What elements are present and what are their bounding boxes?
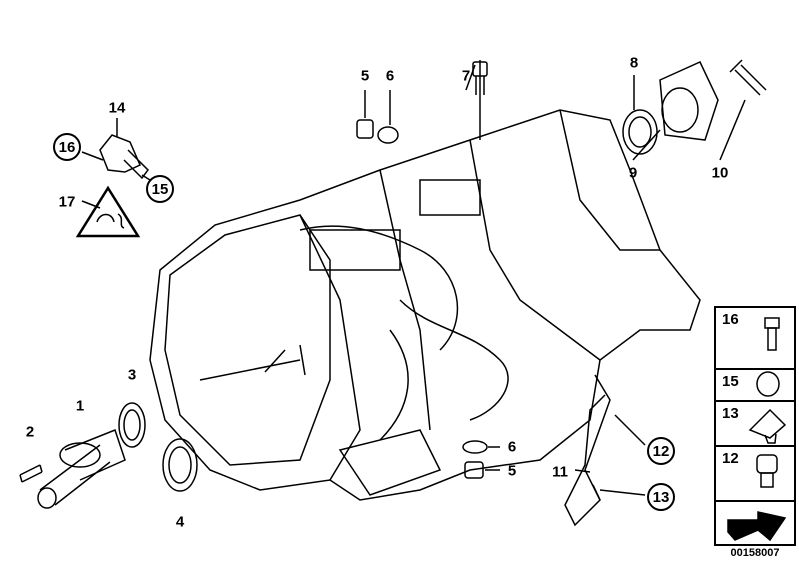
seal-part-8 [622,109,658,155]
callout-5-top: 5 [360,67,370,85]
callout-5-bottom: 5 [507,462,517,480]
diagram-code: 00158007 [730,547,780,559]
o-ring-icon [756,371,780,397]
callout-8: 8 [629,54,639,72]
legend-cell-15: 15 [716,370,794,402]
guide-sleeve-part [37,429,126,509]
callout-12: 12 [647,437,675,465]
callout-16: 16 [53,133,81,161]
legend-cell-12: 12 [716,447,794,502]
plug-part-5-lower [464,461,484,479]
legend-cell-16: 16 [716,308,794,370]
callout-14: 14 [108,99,126,117]
ring-part-6 [377,126,399,144]
seal-part-4 [162,438,198,492]
clip-nut-icon [748,408,787,444]
legend-cell-13: 13 [716,402,794,447]
callout-15: 15 [146,175,174,203]
bolt-part-2 [19,464,43,483]
callout-10: 10 [711,164,729,182]
callout-9: 9 [628,164,638,182]
callout-13: 13 [647,483,675,511]
callout-6-top: 6 [385,67,395,85]
legend-num: 12 [722,450,739,467]
sensor-part-14 [81,118,151,181]
flange-part-9 [659,61,719,141]
callout-17: 17 [58,193,76,211]
ring-part-6-lower [462,440,488,454]
legend-num: 13 [722,405,739,422]
bolt-part-7 [472,61,488,77]
callout-2: 2 [25,423,35,441]
bolt-part-10 [729,59,767,96]
callout-4: 4 [175,513,185,531]
legend-cell-arrow [716,502,794,544]
arrow-icon [727,511,787,542]
legend-num: 16 [722,311,739,328]
transmission-housing [149,60,701,501]
plug-part-5 [356,119,374,139]
warning-label-part-17 [75,185,141,238]
parts-legend: 16 15 13 12 [714,306,796,546]
seal-part-3 [118,402,146,448]
callout-1: 1 [75,397,85,415]
callout-3: 3 [127,366,137,384]
bracket-part-11 [564,374,611,527]
callout-6-bottom: 6 [507,438,517,456]
legend-icons [727,317,787,542]
callout-7: 7 [461,67,471,85]
callout-11: 11 [552,463,568,481]
legend-num: 15 [722,373,739,390]
